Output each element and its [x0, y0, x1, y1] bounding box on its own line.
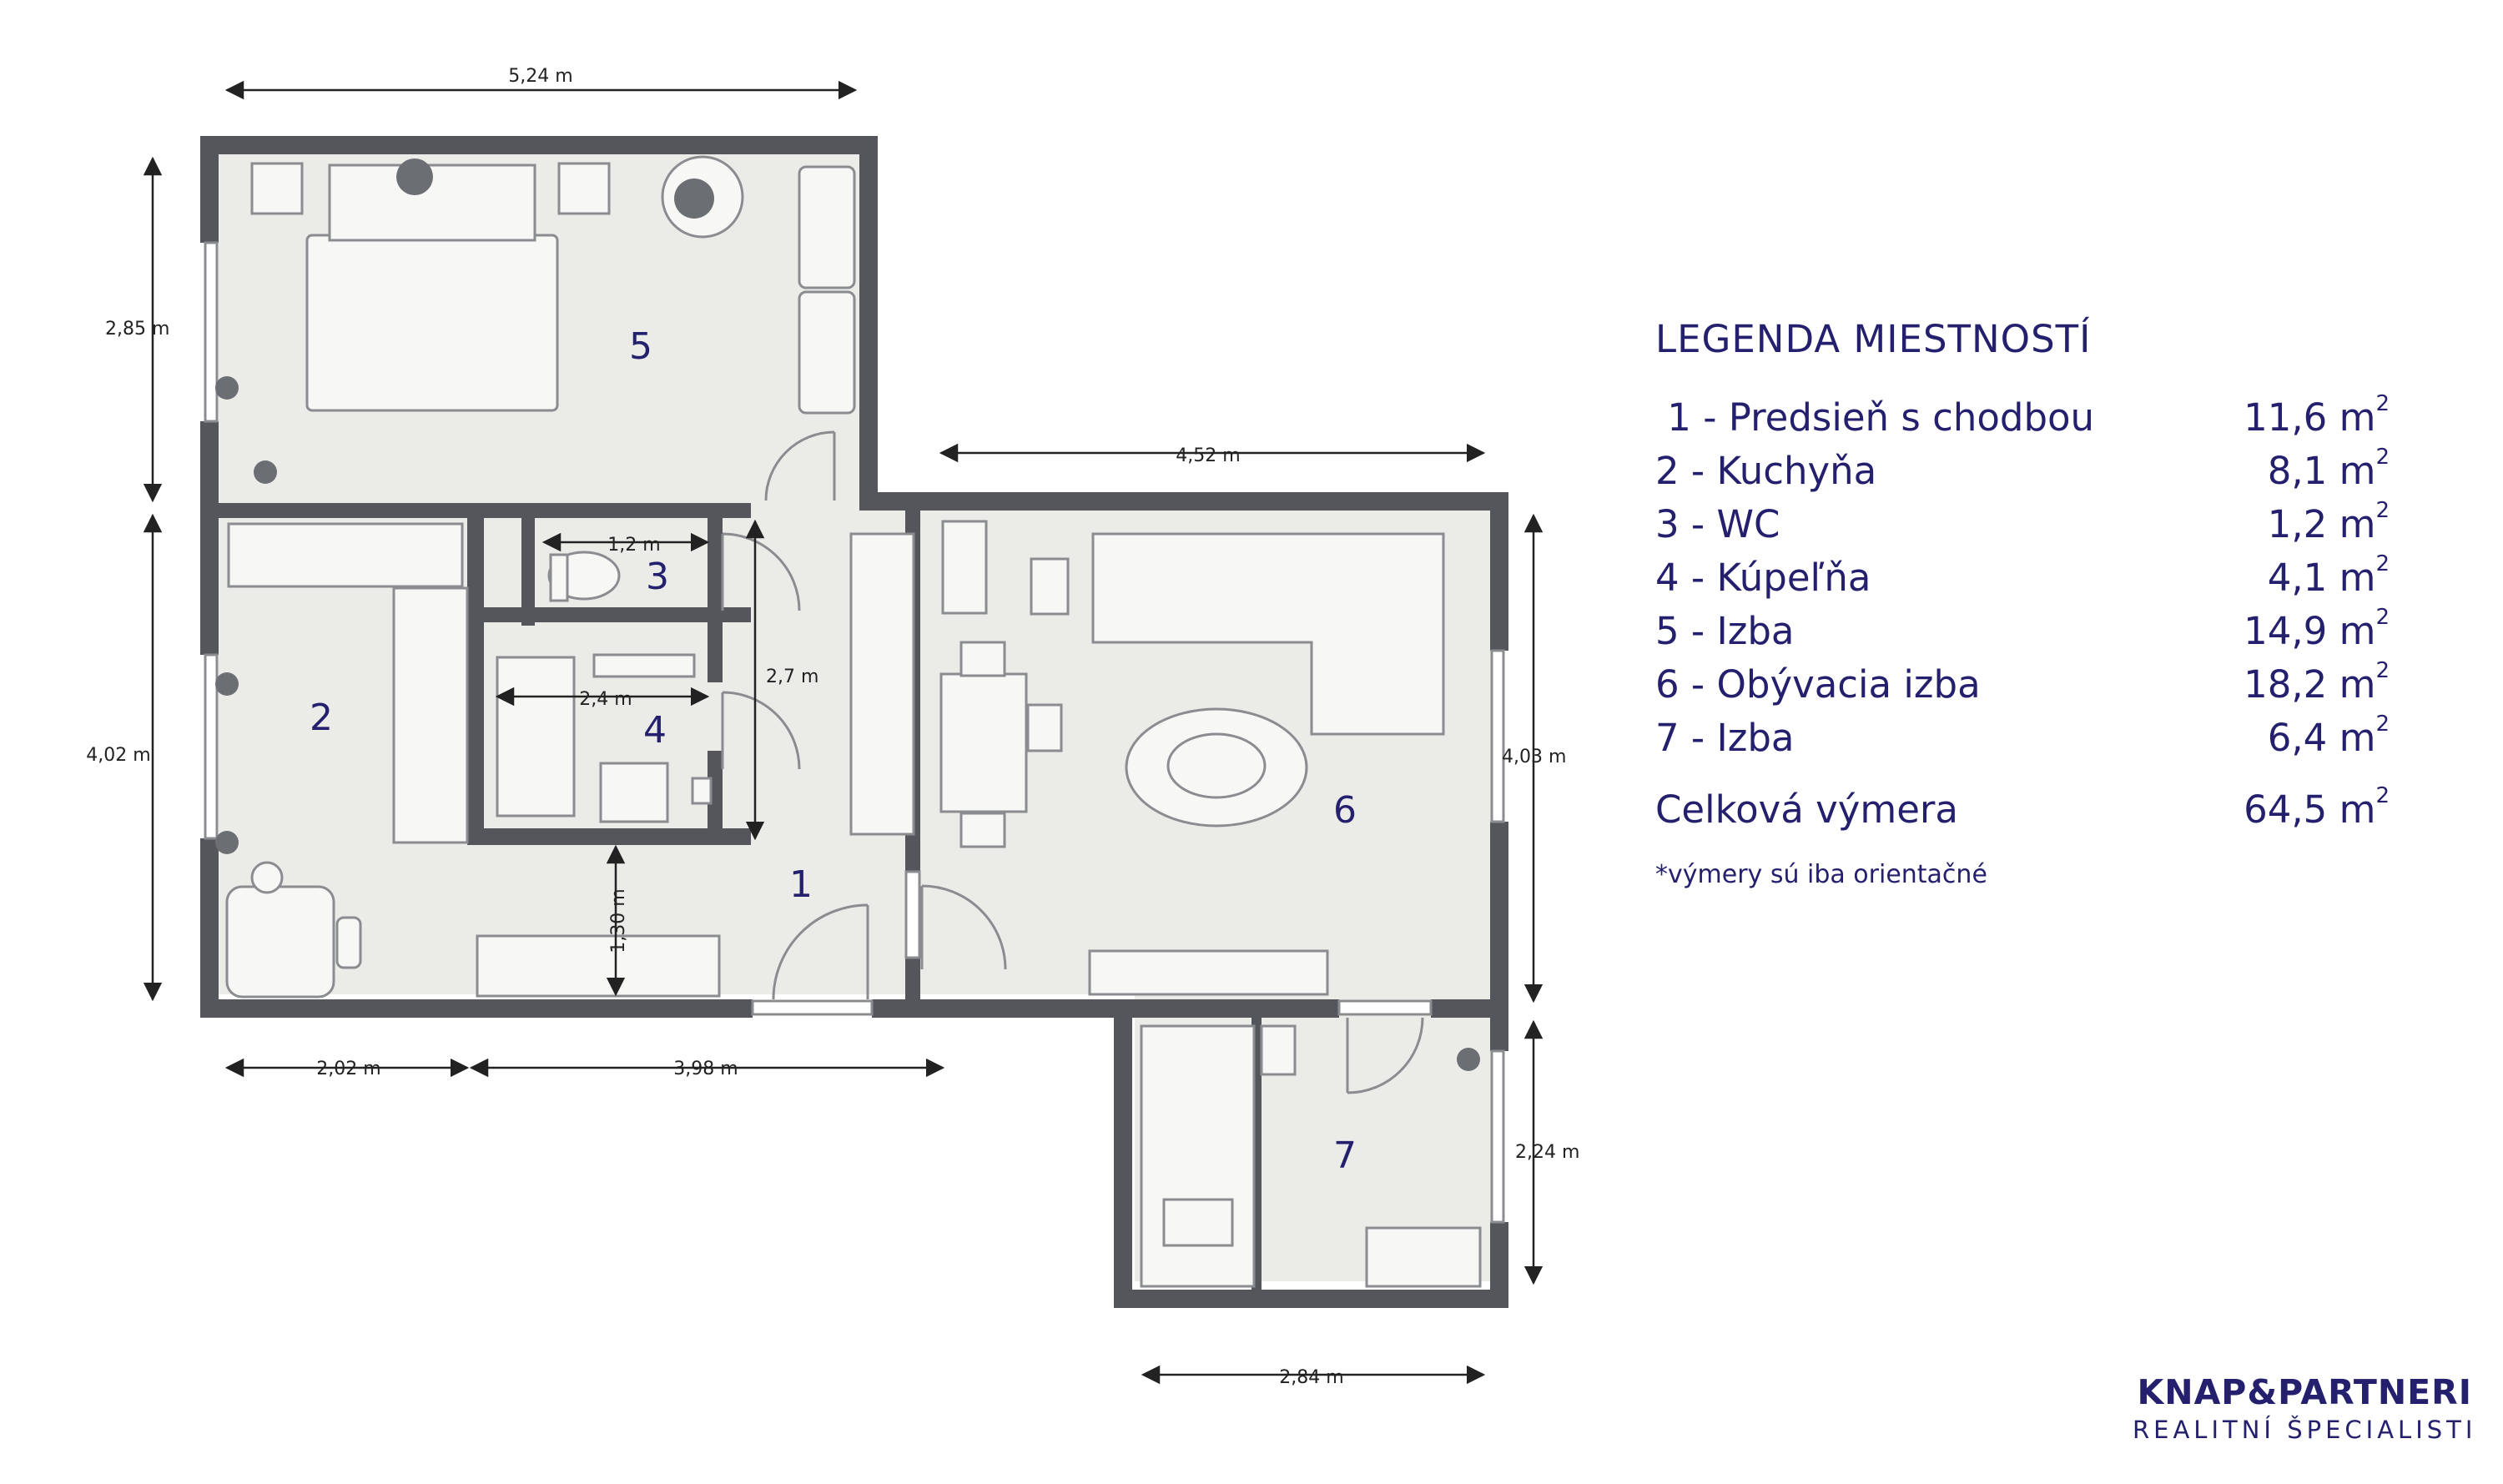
legend-room-label: 1 - Predsieň s chodbou: [1655, 395, 2095, 440]
dim-bottom-left-width: 2,02 m: [316, 1059, 380, 1079]
floor-plan: 1 2 3 4 5 6 7 5,24 m 2,85 m 4,02 m 4,52 …: [86, 66, 1579, 1388]
hall-wardrobe: [849, 532, 915, 836]
door-swings: [721, 430, 1424, 1094]
dimension-labels: 5,24 m 2,85 m 4,02 m 4,52 m 4,03 m 2,24 …: [86, 66, 1579, 1388]
nightstand: [557, 162, 611, 215]
plant-icon: [254, 460, 277, 484]
corner-sofa: [1091, 532, 1445, 736]
room-number-3: 3: [646, 556, 669, 598]
dim-room7-height: 2,24 m: [1515, 1142, 1579, 1163]
bed: [305, 234, 559, 412]
nightstand: [250, 162, 304, 215]
room-number-5: 5: [629, 325, 652, 368]
plant-icon: [396, 158, 433, 195]
dimension-lines: [143, 80, 1544, 1385]
legend-room-area: 18,2 m2: [2244, 658, 2390, 707]
legend-row: 4 - Kúpeľňa 4,1 m2: [1655, 551, 2390, 605]
kitchen-unit: [392, 586, 469, 844]
legend-room-label: 7 - Izba: [1655, 716, 1795, 760]
brand-logo: KNAP&PARTNERI REALITNÍ ŠPECIALISTI: [2133, 1372, 2476, 1444]
dim-hall-height: 2,7 m: [766, 667, 818, 687]
brand-name: KNAP&PARTNERI: [2137, 1372, 2472, 1412]
dining-table: [939, 672, 1028, 813]
legend-room-label: 6 - Obývacia izba: [1655, 662, 1981, 707]
legend-room-label: 3 - WC: [1655, 502, 1780, 546]
dim-bath-width: 2,4 m: [579, 689, 632, 710]
legend-room-area: 4,1 m2: [2267, 551, 2390, 600]
legend-room-label: 2 - Kuchyňa: [1655, 449, 1877, 493]
legend-row: 1 - Predsieň s chodbou 11,6 m2: [1655, 391, 2390, 445]
legend-row: 6 - Obývacia izba 18,2 m2: [1655, 658, 2390, 712]
legend-room-area: 6,4 m2: [2267, 712, 2390, 760]
coffee-table: [1166, 732, 1267, 799]
legend-room-area: 11,6 m2: [2244, 391, 2390, 440]
room-number-2: 2: [310, 697, 333, 739]
shelf: [1260, 1024, 1297, 1076]
wardrobe: [798, 290, 856, 415]
washing-machine: [599, 762, 669, 823]
radiator: [1030, 557, 1070, 616]
sink: [592, 653, 696, 678]
dim-left-lower-height: 4,02 m: [86, 745, 150, 766]
kitchen-counter: [227, 522, 464, 588]
dim-wc-width: 1,2 m: [607, 535, 660, 556]
tv-unit: [1088, 949, 1329, 996]
chair: [1026, 703, 1063, 752]
plant-icon: [215, 672, 239, 696]
chair: [250, 861, 284, 894]
legend-total: Celková výmera 64,5 m2: [1655, 783, 2390, 837]
legend-title: LEGENDA MIESTNOSTÍ: [1655, 317, 2092, 361]
room-number-7: 7: [1333, 1134, 1357, 1177]
toilet-tank: [549, 553, 569, 602]
bed-pillow: [1162, 1198, 1234, 1247]
chair: [959, 812, 1006, 848]
room-number-4: 4: [643, 709, 667, 752]
cabinet: [941, 520, 988, 615]
dim-bottom-mid-width: 3,98 m: [673, 1059, 738, 1079]
chair: [335, 916, 362, 969]
room-number-6: 6: [1333, 789, 1357, 832]
legend-row: 3 - WC 1,2 m2: [1655, 498, 2390, 551]
wardrobe: [798, 165, 856, 289]
dim-left-upper-height: 2,85 m: [105, 319, 169, 340]
legend-room-area: 14,9 m2: [2244, 605, 2390, 653]
legend-room-area: 1,2 m2: [2267, 498, 2390, 546]
room-legend: LEGENDA MIESTNOSTÍ 1 - Predsieň s chodbo…: [1655, 317, 2390, 889]
legend-note: *výmery sú iba orientačné: [1655, 860, 1987, 889]
bin: [691, 777, 713, 805]
legend-room-label: 4 - Kúpeľňa: [1655, 556, 1871, 600]
dim-hall-bottom-gap: 1,30 m: [608, 888, 629, 953]
chair: [959, 641, 1006, 677]
windows: [204, 241, 1505, 1224]
plants: [215, 158, 1480, 1071]
dim-top-width: 5,24 m: [508, 66, 572, 87]
shower: [496, 656, 576, 817]
plant-icon: [215, 831, 239, 854]
total-label: Celková výmera: [1655, 787, 1958, 832]
legend-room-label: 5 - Izba: [1655, 609, 1795, 653]
brand-tagline: REALITNÍ ŠPECIALISTI: [2133, 1416, 2477, 1444]
legend-room-area: 8,1 m2: [2267, 445, 2390, 493]
hall-cabinet: [476, 934, 721, 998]
dining-table: [225, 885, 335, 999]
total-area: 64,5 m2: [2244, 783, 2390, 832]
legend-rows: 1 - Predsieň s chodbou 11,6 m2 2 - Kuchyňa…: [1655, 391, 2390, 765]
room-number-1: 1: [789, 863, 813, 906]
desk: [1365, 1226, 1482, 1288]
plant-icon: [1457, 1048, 1480, 1071]
room-numbers: 1 2 3 4 5 6 7: [310, 325, 1357, 1177]
plant-icon: [674, 179, 714, 219]
plant-icon: [215, 376, 239, 400]
bed: [1140, 1024, 1256, 1288]
legend-row: 2 - Kuchyňa 8,1 m2: [1655, 445, 2390, 498]
legend-row: 5 - Izba 14,9 m2: [1655, 605, 2390, 658]
dim-living-width: 4,52 m: [1176, 445, 1240, 466]
dim-room7-width: 2,84 m: [1279, 1367, 1343, 1388]
dim-living-height: 4,03 m: [1502, 747, 1566, 767]
legend-row: 7 - Izba 6,4 m2: [1655, 712, 2390, 765]
